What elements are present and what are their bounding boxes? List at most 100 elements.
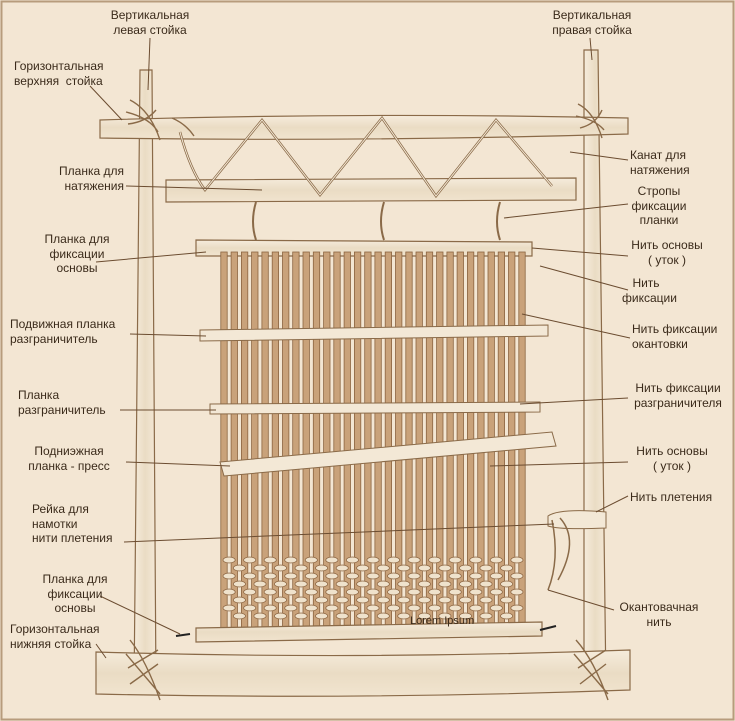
weave-knot (284, 604, 298, 612)
weave-knot (243, 556, 257, 564)
weave-knot (335, 612, 349, 620)
weave-knot (274, 580, 287, 588)
weave-knot (489, 588, 503, 596)
weave-knot (407, 588, 421, 596)
weave-knot (274, 596, 287, 604)
weaving-thread-rail (547, 510, 607, 530)
bar-sling-right (496, 201, 501, 241)
weave-knot (448, 556, 462, 564)
weave-knot (510, 572, 524, 580)
weave-knot (345, 556, 359, 564)
warp-fix-bar-bottom (195, 621, 543, 643)
weave-knot (469, 604, 483, 612)
label-separator-fixing-thread: Нить фиксации разграничителя (634, 381, 722, 410)
weave-knot (315, 596, 329, 604)
weave-knot (335, 596, 349, 604)
weave-knot (253, 580, 267, 588)
weave-knot (284, 588, 298, 596)
label-press-bar: Подниэжная планка - пресс (28, 444, 110, 473)
weave-knot (274, 612, 287, 620)
weave-knot (366, 588, 380, 596)
weave-knot (222, 604, 236, 612)
placeholder-text: Lorem Ipsum (410, 615, 475, 627)
weave-knot (253, 612, 267, 620)
label-bar-slings: Стропы фиксации планки (631, 184, 687, 227)
weave-knot (294, 580, 308, 588)
weave-knot (366, 556, 380, 564)
weave-knot (500, 596, 514, 604)
label-tension-rope: Канат для натяжения (630, 148, 690, 177)
weave-knot (397, 612, 411, 620)
weave-knot (417, 596, 431, 604)
weave-knot (489, 604, 503, 612)
weave-knot (222, 556, 236, 564)
weave-knot (469, 556, 483, 564)
vertical-right-post (583, 49, 607, 691)
weave-knot (397, 580, 411, 588)
weave-knot (438, 612, 452, 620)
weave-knot (417, 612, 431, 620)
weave-knot (263, 572, 277, 580)
label-weaving-thread-rail: Рейка для намотки нити плетения (32, 502, 113, 545)
lashing-bottom-left (125, 639, 161, 701)
weave-knot (438, 580, 452, 588)
weave-knot (243, 604, 257, 612)
movable-separator-bar (199, 324, 549, 342)
horizontal-bottom-bar (95, 649, 631, 697)
weave-knot (304, 604, 318, 612)
weave-knot (232, 564, 246, 572)
weave-knot (479, 596, 493, 604)
lashing-bottom-right (573, 639, 609, 701)
weave-knot (315, 580, 329, 588)
weave-knot (232, 580, 246, 588)
weave-knot (479, 580, 493, 588)
weave-knot (407, 572, 421, 580)
weave-knot (479, 564, 493, 572)
weave-knot (387, 604, 401, 612)
weave-knot (222, 572, 236, 580)
weave-knot (376, 580, 390, 588)
weave-knot (459, 580, 472, 588)
weave-knot (232, 596, 246, 604)
label-warp-fix-bar-bottom: Планка для фиксации основы (42, 572, 108, 615)
weave-knot (417, 580, 431, 588)
weave-knot (500, 580, 514, 588)
weave-knot (387, 588, 401, 596)
weave-knot (325, 556, 339, 564)
weave-knot (428, 572, 442, 580)
label-separator-bar: Планка разграничитель (18, 388, 106, 417)
weave-knot (335, 580, 349, 588)
weave-knot (469, 572, 483, 580)
label-edging-thread: Окантовачная нить (619, 600, 699, 629)
weave-knot (366, 572, 380, 580)
weave-knot (417, 564, 431, 572)
label-vertical-left: Вертикальная левая стойка (110, 8, 190, 37)
lashing-top-right (575, 103, 605, 139)
weave-knot (448, 572, 462, 580)
weave-knot (469, 588, 483, 596)
weave-knot (459, 612, 472, 620)
horizontal-top-bar (99, 114, 629, 140)
weave-knot (387, 556, 401, 564)
leader-lines (89, 37, 631, 659)
vertical-left-post (133, 69, 157, 691)
weave-knot (397, 564, 411, 572)
weave-knot (387, 572, 401, 580)
label-warp-thread-top: Нить основы ( уток ) (631, 238, 703, 267)
weave-knot (438, 596, 452, 604)
weave-knot (232, 612, 246, 620)
weave-knot (459, 564, 472, 572)
weave-knot (500, 564, 514, 572)
label-tension-bar: Планка для натяжения (59, 164, 124, 193)
weave-knot (345, 572, 359, 580)
weave-knot (345, 604, 359, 612)
weave-knot (315, 564, 329, 572)
weave-knot (222, 588, 236, 596)
weave-knot (294, 612, 308, 620)
weave-knot (376, 596, 390, 604)
label-vertical-right: Вертикальная правая стойка (552, 8, 632, 37)
weave-knot (325, 572, 339, 580)
